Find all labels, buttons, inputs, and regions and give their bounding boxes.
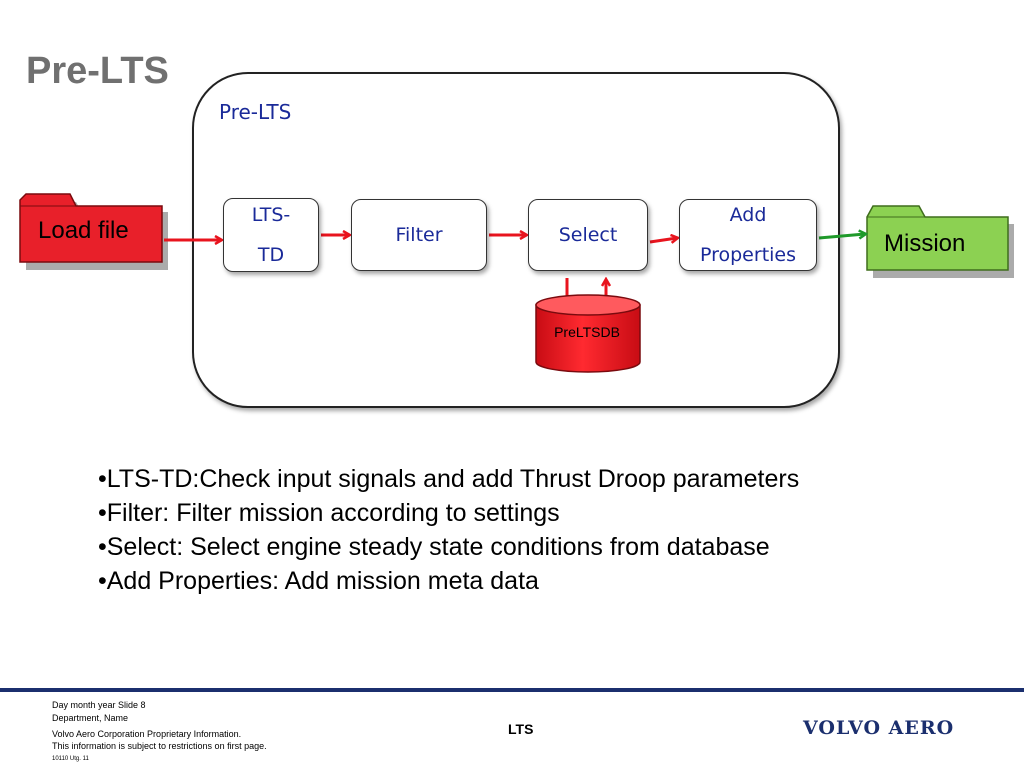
mission-label: Mission [884,230,966,257]
step-select: Select [528,199,648,271]
database-cylinder-icon [535,294,641,373]
step-filter: Filter [351,199,487,271]
step-add-properties-line2: Properties [699,244,797,266]
footer-divider [0,688,1024,692]
volvo-aero-logo: VOLVO AERO [803,717,955,739]
footer-center-text: LTS [508,721,534,737]
load-file-folder-icon [19,193,168,270]
footer-date-slide: Day month year Slide 8 [52,700,146,710]
slide-title: Pre-LTS [26,50,169,92]
database-label: PreLTSDB [554,324,620,340]
footer-doc-code: 10110 Utg. 11 [52,756,89,762]
load-file-label: Load file [38,217,129,244]
step-lts-td: LTS- TD [223,198,319,272]
step-add-properties-line1: Add [729,204,767,226]
footer-info-line1: Volvo Aero Corporation Proprietary Infor… [52,729,242,739]
description-list: •LTS-TD:Check input signals and add Thru… [98,462,799,598]
bullet-lts-td: •LTS-TD:Check input signals and add Thru… [98,465,800,493]
bullet-select: •Select: Select engine steady state cond… [98,533,770,561]
step-select-label: Select [558,224,618,246]
mission-folder-icon [866,205,1014,278]
step-lts-td-line1: LTS- [251,204,291,226]
footer-info-line2: This information is subject to restricti… [52,741,267,751]
arrow-select-to-addprops [649,238,677,242]
step-filter-label: Filter [395,224,443,246]
footer-department: Department, Name [52,713,129,723]
bullet-add-properties: •Add Properties: Add mission meta data [98,567,539,595]
step-add-properties: Add Properties [679,199,817,271]
arrow-addprops-to-mission [818,234,865,238]
panel-title: Pre-LTS [219,100,292,124]
step-lts-td-line2: TD [257,244,285,266]
bullet-filter: •Filter: Filter mission according to set… [98,499,560,527]
